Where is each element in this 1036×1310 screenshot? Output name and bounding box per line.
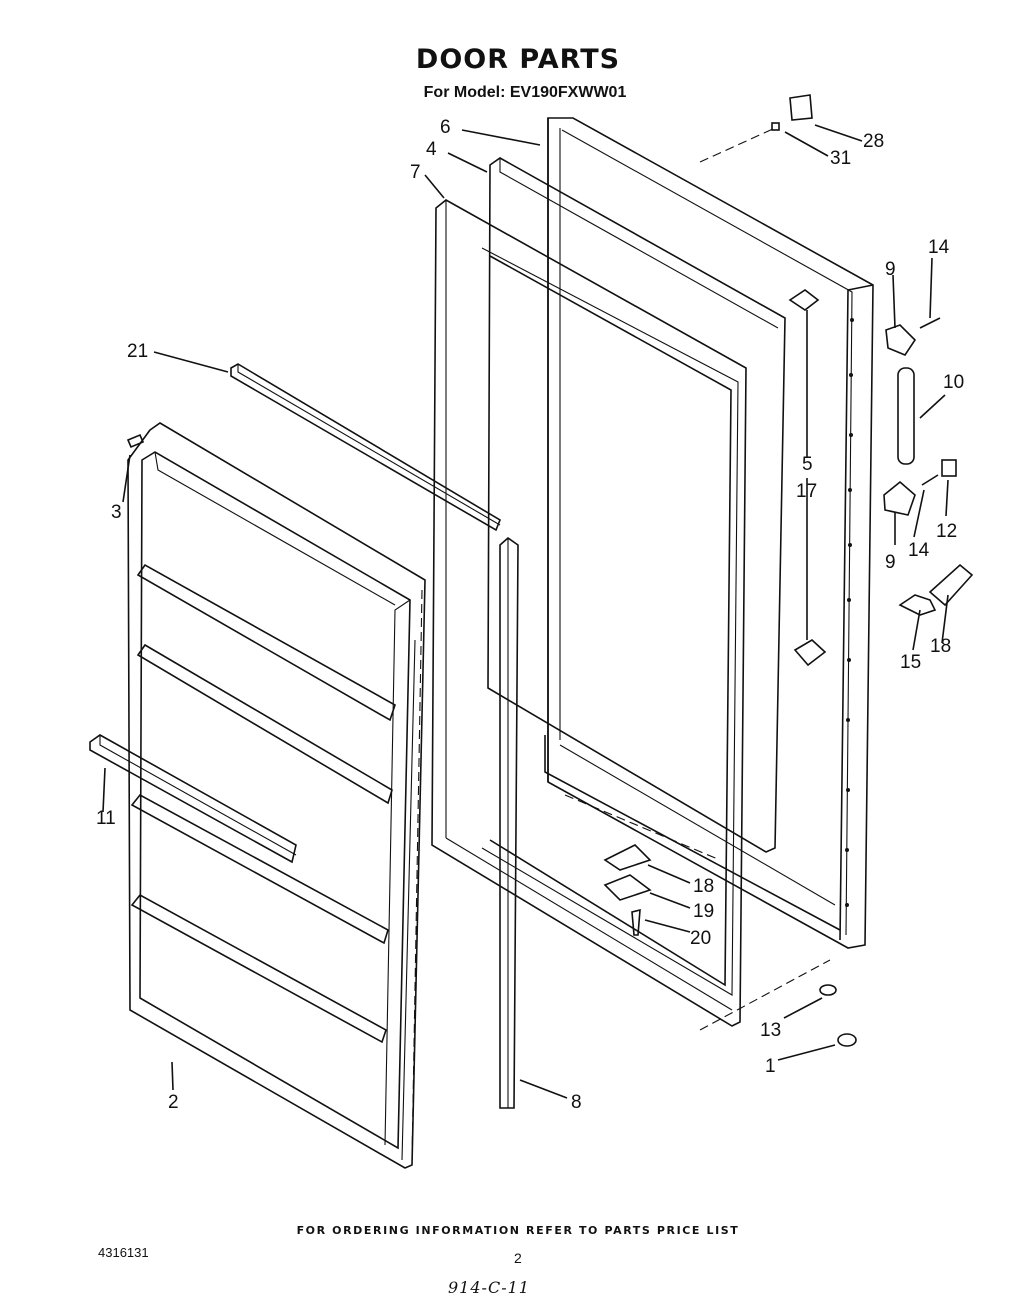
callout-11: 11 (96, 808, 116, 829)
hinge-pin (897, 367, 915, 465)
callout-16: 17 (796, 481, 817, 502)
callout-2: 2 (168, 1092, 179, 1113)
callout-10: 10 (943, 372, 964, 393)
hinge-upper (885, 317, 941, 356)
callout-20: 20 (690, 928, 711, 949)
callout-14-upper: 14 (928, 237, 950, 258)
brackets (126, 94, 857, 1047)
outer-door-frame (544, 117, 874, 949)
trim-strip (230, 363, 501, 532)
callout-7: 7 (410, 162, 421, 183)
callout-17: 18 (930, 636, 951, 657)
callout-14-lower: 14 (908, 540, 930, 561)
callout-8: 8 (571, 1092, 582, 1113)
handwritten-note: 914-C-11 (448, 1278, 530, 1297)
callout-arrows (102, 124, 949, 1099)
callout-12: 12 (936, 521, 957, 542)
callout-5: 5 (802, 454, 813, 475)
callout-6: 6 (440, 117, 451, 138)
page-number: 2 (514, 1250, 522, 1266)
callout-28: 28 (863, 131, 884, 152)
model-subtitle: For Model: EV190FXWW01 (423, 84, 627, 101)
callout-9-lower: 9 (885, 552, 896, 573)
latch-parts (898, 563, 974, 616)
callout-3: 3 (111, 502, 122, 523)
hinge-lower (883, 459, 957, 516)
callout-21: 21 (127, 341, 148, 362)
inner-liner-frame (431, 199, 747, 1027)
callout-9-upper: 9 (885, 259, 896, 280)
document-number: 4316131 (98, 1245, 149, 1260)
callout-31: 31 (830, 148, 851, 169)
inner-door-liner (127, 422, 426, 1169)
callout-19: 19 (693, 901, 714, 922)
callout-4: 4 (426, 139, 437, 160)
callout-18: 18 (693, 876, 714, 897)
callout-15: 15 (900, 652, 921, 673)
door-bar (89, 734, 297, 864)
callout-labels: 6 4 7 21 3 11 2 8 5 17 9 14 10 9 14 12 1… (96, 117, 964, 1113)
page-title: DOOR PARTS (415, 44, 621, 75)
callout-13: 13 (760, 1020, 781, 1041)
gasket-strip (499, 536, 519, 1109)
foam-insulation-panel (487, 157, 786, 853)
footer-note: FOR ORDERING INFORMATION REFER TO PARTS … (296, 1224, 740, 1237)
callout-1: 1 (765, 1056, 776, 1077)
